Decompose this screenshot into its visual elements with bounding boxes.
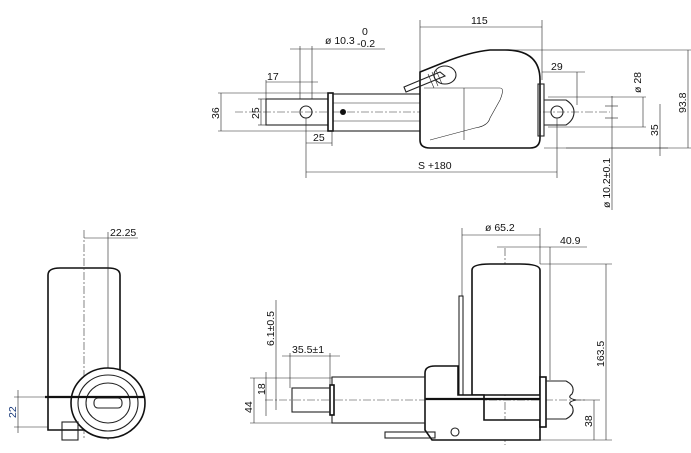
dim-6-1: 6.1±0.5 [265,311,277,346]
dim-25-length: 25 [313,132,325,144]
dim-115: 115 [471,15,488,27]
dim-22: 22 [7,406,19,418]
outer-tube [332,93,422,132]
tube-dot [340,109,346,115]
end-view: 22.25 22 [7,227,146,441]
rear-clevis [544,99,575,126]
dim-93-8: 93.8 [677,92,689,113]
dim-stroke: S +180 [418,160,452,172]
motor-cylinder-side [471,263,541,396]
dim-35: 35 [649,124,661,136]
dim-163-5: 163.5 [595,341,607,367]
top-view: 115 ø 10.3 0 -0.2 17 36 25 25 S +180 29 … [210,15,691,210]
dim-36: 36 [210,107,222,119]
dim-40-9: 40.9 [560,235,581,247]
dim-22-25: 22.25 [110,227,136,239]
dim-44: 44 [243,401,255,413]
cable-gland [433,65,457,85]
cable [403,71,447,93]
gear-circle [70,367,146,439]
dim-rear-pin-dia: ø 10.2±0.1 [601,158,613,208]
dim-35-5: 35.5±1 [292,344,324,356]
dim-25-height: 25 [250,107,262,119]
dim-38: 38 [583,415,595,427]
dim-18: 18 [256,383,268,395]
side-view: ø 65.2 40.9 163.5 38 44 18 6.1±0.5 35.5±… [243,222,612,445]
gear-housing-side [424,365,541,441]
connector [61,421,79,441]
dim-29: 29 [551,61,563,73]
dim-pin-dia: ø 10.3 [325,35,355,47]
rod-collar [327,92,334,132]
gear-housing [419,49,541,149]
dim-pin-tol-lower: -0.2 [357,38,375,50]
rod-end-side [291,387,331,413]
dim-17: 17 [267,71,279,83]
dim-motor-dia: ø 65.2 [485,222,515,234]
dim-rear-dia: ø 28 [632,72,644,93]
dim-pin-tol-upper: 0 [362,26,368,38]
